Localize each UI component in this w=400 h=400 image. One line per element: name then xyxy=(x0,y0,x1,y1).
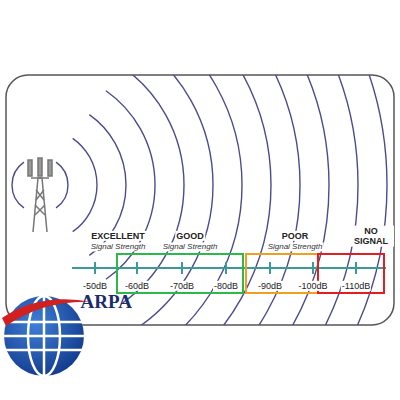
signal-waves xyxy=(12,75,394,325)
range-subheading: Signal Strength xyxy=(90,242,147,251)
range-heading: NO SIGNAL xyxy=(348,226,394,247)
scale-value: -100dB xyxy=(297,281,328,291)
scale-tick xyxy=(94,262,96,274)
scale-tick xyxy=(225,262,227,274)
scale-tick xyxy=(269,262,271,274)
scale-value: -50dB xyxy=(82,281,108,291)
scale-value: -110dB xyxy=(341,281,371,291)
scale-value: -60dB xyxy=(124,281,150,291)
scale-tick xyxy=(136,262,138,274)
signal-wave xyxy=(12,162,24,208)
scale-value: -70dB xyxy=(169,281,195,291)
range-subheading: Signal Strength xyxy=(267,242,324,251)
signal-wave xyxy=(139,75,213,325)
signal-wave xyxy=(156,75,242,325)
logo-letters: ARPA xyxy=(80,292,101,313)
signal-wave xyxy=(73,138,97,231)
scale-value: -80dB xyxy=(213,281,239,291)
good-range-box xyxy=(117,254,243,293)
signal-wave xyxy=(256,75,394,325)
signal-wave xyxy=(189,75,300,325)
panel xyxy=(6,75,394,325)
range-heading: POOR xyxy=(281,231,310,241)
scale-line xyxy=(72,267,386,269)
scale-tick xyxy=(312,262,314,274)
signal-wave xyxy=(206,75,329,325)
range-heading: GOOD xyxy=(175,231,205,241)
signal-wave xyxy=(56,162,68,208)
globe-logo xyxy=(2,296,92,376)
range-subheading: Signal Strength xyxy=(162,242,219,251)
scale-value: -90dB xyxy=(257,281,283,291)
scale-tick xyxy=(355,262,357,274)
cell-tower xyxy=(28,158,52,232)
signal-wave xyxy=(239,75,387,325)
scale-ticks xyxy=(95,262,356,274)
range-heading: EXCELLENT xyxy=(90,231,146,241)
scale-tick xyxy=(181,262,183,274)
